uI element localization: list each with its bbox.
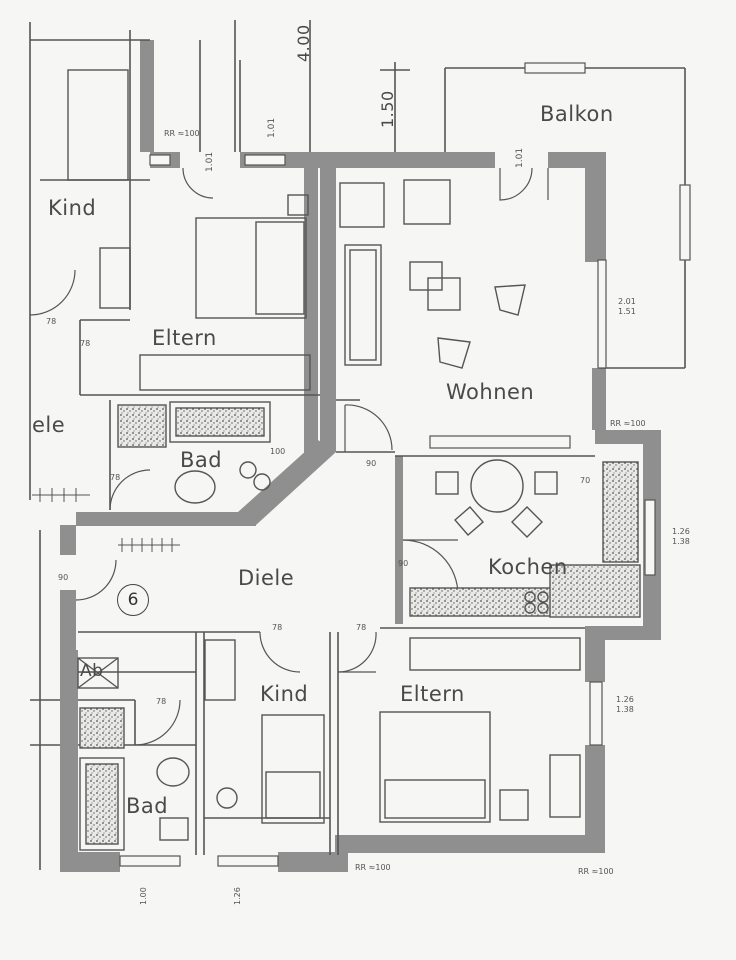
dimension-400: 4.00 [294,24,313,62]
radiator-note-3: RR ≈100 [355,863,391,872]
dimension-78-f: 78 [46,317,57,326]
unit-number-badge: 6 [117,584,149,616]
dimension-151: 1.51 [618,307,636,316]
room-label-wohnen: Wohnen [446,380,535,404]
dimension-126-a: 1.26 [672,527,690,536]
room-label-ele: ele [32,413,66,437]
radiator-note-1: RR ≈100 [164,129,200,138]
room-label-kind-bottom: Kind [260,682,309,706]
dimension-1-00: 1.00 [139,887,148,905]
dimension-78-c: 78 [272,623,283,632]
radiator-marks [32,488,180,552]
furniture [67,69,641,851]
radiator-note-4: RR ≈100 [578,867,614,876]
dimension-90-b: 90 [398,559,409,568]
room-label-kind-top: Kind [48,196,97,220]
dimension-101-b: 1.01 [205,151,215,172]
room-label-kochen: Kochen [488,555,568,579]
dimension-70: 70 [580,476,591,485]
dimension-90-c: 90 [58,573,69,582]
dimension-100: 100 [270,447,286,456]
dimension-101-a: 1.01 [267,117,277,138]
dimension-78-d: 78 [356,623,367,632]
dimension-201: 2.01 [618,297,636,306]
partitions [29,20,686,870]
dimension-78-a: 78 [80,339,91,348]
dimension-1-26: 1.26 [233,887,242,905]
room-label-bad-bottom: Bad [126,794,169,818]
windows [119,62,691,867]
dimension-90-a: 90 [366,459,377,468]
dimension-138-b: 1.38 [616,705,634,714]
dimension-78-b: 78 [110,473,121,482]
room-label-diele: Diele [238,566,295,590]
dimension-126-b: 1.26 [616,695,634,704]
dimension-150: 1.50 [378,90,397,128]
room-label-bad-top: Bad [180,448,223,472]
room-label-eltern-top: Eltern [152,326,217,350]
room-label-ab: Ab [80,661,104,681]
dimension-101-c: 1.01 [515,147,525,168]
room-label-balkon: Balkon [540,102,614,126]
dimension-78-e: 78 [156,697,167,706]
radiator-note-2: RR ≈100 [610,419,646,428]
dimension-138-a: 1.38 [672,537,690,546]
room-label-eltern-bottom: Eltern [400,682,465,706]
doors [29,167,549,746]
